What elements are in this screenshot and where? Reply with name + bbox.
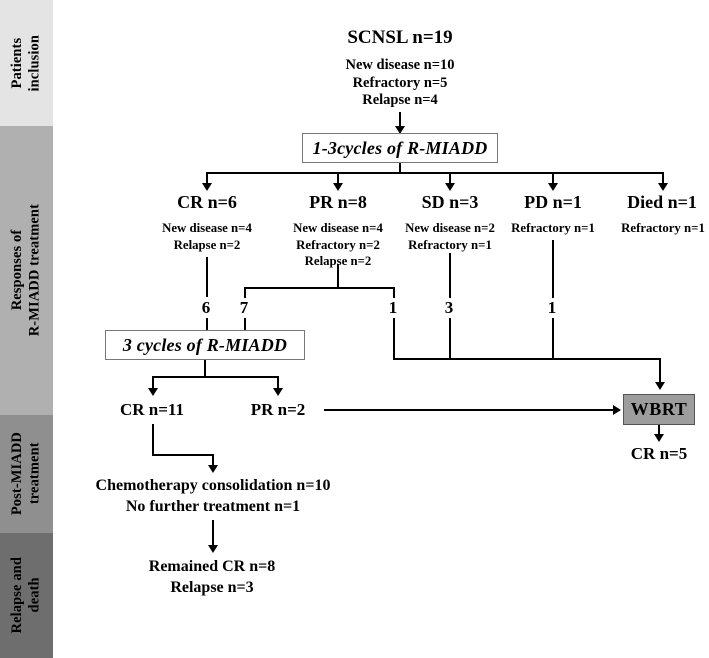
connector-cr11-to-post — [212, 454, 214, 467]
phase-band-post-miadd: Post-MIADD treatment — [0, 415, 53, 533]
connector-count6-into-box — [206, 318, 208, 331]
connector-1-pd-down — [552, 318, 554, 360]
phase-band-relapse-death: Relapse and death — [0, 533, 53, 658]
connector-drop-died — [662, 172, 664, 185]
consolidation-regimen-box: 3 cycles of R-MIADD — [105, 330, 305, 360]
enrollment-title: SCNSL n=19 — [347, 27, 453, 48]
induction-regimen-box: 1-3cycles of R-MIADD — [302, 133, 498, 163]
post-treatment-text: Chemotherapy consolidation n=10 No furth… — [95, 477, 331, 515]
phase-band-label: Patients inclusion — [8, 34, 43, 92]
connector-pr-to-count-forward — [244, 287, 246, 298]
arrow-down-icon — [273, 388, 283, 396]
connector-to-cr11 — [152, 376, 154, 390]
arrow-down-icon — [333, 183, 343, 191]
arrow-down-icon — [654, 434, 664, 442]
connector-pr-stem — [337, 264, 339, 288]
connector-post-to-final — [212, 520, 214, 547]
connector-to-pr2 — [277, 376, 279, 390]
connector-cr11-elbow — [152, 454, 214, 456]
arrow-down-icon — [655, 382, 665, 390]
response-details-pd: Refractory n=1 — [511, 221, 595, 235]
connector-1-pr-down — [393, 318, 395, 360]
count-pr-diverted: 1 — [388, 298, 398, 317]
connector-pd-to-count — [552, 240, 554, 298]
response-details-pr: New disease n=4 Refractory n=2 Relapse n… — [293, 221, 383, 269]
arrow-down-icon — [148, 388, 158, 396]
phase-band-responses-rmiadd: Responses of R-MIADD treatment — [0, 126, 53, 415]
enrollment-details: New disease n=10 Refractory n=5 Relapse … — [345, 57, 455, 109]
connector-consolidation-stem — [204, 360, 206, 377]
count-sd-diverted: 3 — [444, 298, 454, 317]
arrow-down-icon — [548, 183, 558, 191]
connector-consolidation-split-bar — [152, 376, 278, 378]
arrow-down-icon — [445, 183, 455, 191]
arrow-down-icon — [658, 183, 668, 191]
connector-wbrt-to-result — [658, 425, 660, 436]
connector-pr2-to-wbrt — [324, 409, 615, 411]
response-details-died: Refractory n=1 — [621, 221, 705, 235]
connector-drop-sd — [449, 172, 451, 185]
response-header-pd: PD n=1 — [524, 192, 582, 212]
arrow-down-icon — [208, 545, 218, 553]
connector-count7-into-box — [244, 318, 246, 331]
response-details-sd: New disease n=2 Refractory n=1 — [405, 221, 495, 252]
connector-enrollment-to-induction — [399, 112, 401, 128]
response-header-died: Died n=1 — [627, 192, 697, 212]
connector-sd-to-count — [449, 253, 451, 298]
wbrt-label: WBRT — [630, 399, 688, 419]
arrow-down-icon — [395, 126, 405, 134]
induction-regimen-label: 1-3cycles of R-MIADD — [312, 137, 488, 158]
response-details-cr: New disease n=4 Relapse n=2 — [162, 221, 252, 252]
final-outcome-text: Remained CR n=8 Relapse n=3 — [148, 558, 276, 596]
count-pd-diverted: 1 — [547, 298, 557, 317]
response-header-cr: CR n=6 — [177, 192, 237, 212]
connector-cr-to-count — [206, 257, 208, 297]
phase-band-patients-inclusion: Patients inclusion — [0, 0, 53, 126]
connector-drop-pr — [337, 172, 339, 185]
connector-drop-pd — [552, 172, 554, 185]
connector-wbrt-collector-bar — [393, 358, 661, 360]
phase-band-label: Post-MIADD treatment — [8, 432, 43, 516]
arrow-right-icon — [613, 405, 621, 415]
connector-3-sd-down — [449, 318, 451, 360]
connector-wbrt-collector-drop — [659, 358, 661, 384]
consolidation-result-pr2: PR n=2 — [250, 400, 306, 419]
consolidation-regimen-label: 3 cycles of R-MIADD — [122, 334, 288, 355]
connector-pr-to-count-diverted — [393, 287, 395, 298]
consolidation-result-cr11: CR n=11 — [119, 400, 184, 419]
wbrt-result: CR n=5 — [630, 444, 688, 463]
connector-response-distributor — [206, 172, 664, 174]
response-header-pr: PR n=8 — [309, 192, 367, 212]
response-header-sd: SD n=3 — [421, 192, 479, 212]
connector-pr-split-bar — [244, 287, 394, 289]
phase-band-label: Responses of R-MIADD treatment — [8, 204, 43, 337]
wbrt-box: WBRT — [623, 394, 695, 425]
connector-cr11-down — [152, 424, 154, 455]
count-pr-forward: 7 — [239, 298, 249, 317]
arrow-down-icon — [202, 183, 212, 191]
arrow-down-icon — [208, 465, 218, 473]
connector-induction-stem — [399, 163, 401, 174]
count-cr-forward: 6 — [201, 298, 211, 317]
phase-band-label: Relapse and death — [8, 557, 43, 634]
connector-drop-cr — [206, 172, 208, 185]
